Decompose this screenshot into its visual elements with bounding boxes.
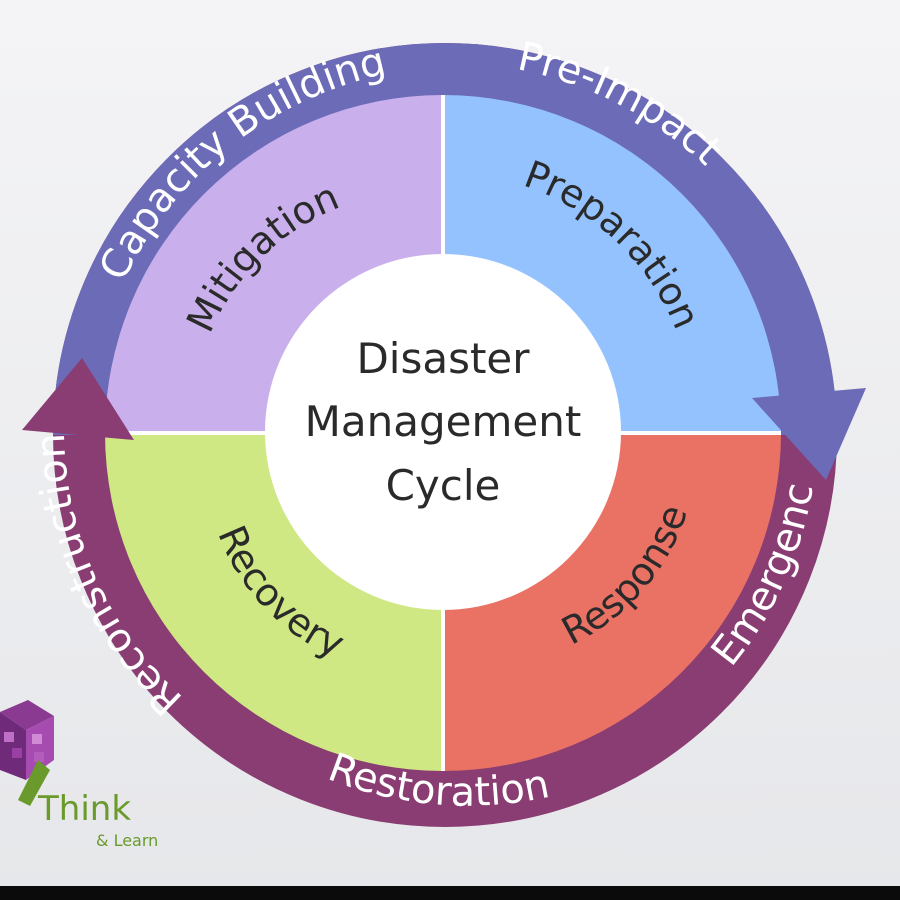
center-line-1: Disaster <box>356 334 530 383</box>
center-line-3: Cycle <box>386 461 501 510</box>
center-line-2: Management <box>305 397 582 446</box>
center-title: Disaster Management Cycle <box>305 334 582 510</box>
arrowhead-right-icon <box>752 388 866 480</box>
brand-name: Think <box>37 789 131 829</box>
bottom-border <box>0 886 900 900</box>
outer-ring-upper <box>53 43 837 436</box>
arrowhead-left-icon <box>22 358 134 440</box>
cube-logo-icon <box>0 700 54 806</box>
brand-logo: Think & Learn <box>0 700 158 850</box>
center-circle <box>265 254 621 610</box>
brand-tagline: & Learn <box>96 831 158 850</box>
